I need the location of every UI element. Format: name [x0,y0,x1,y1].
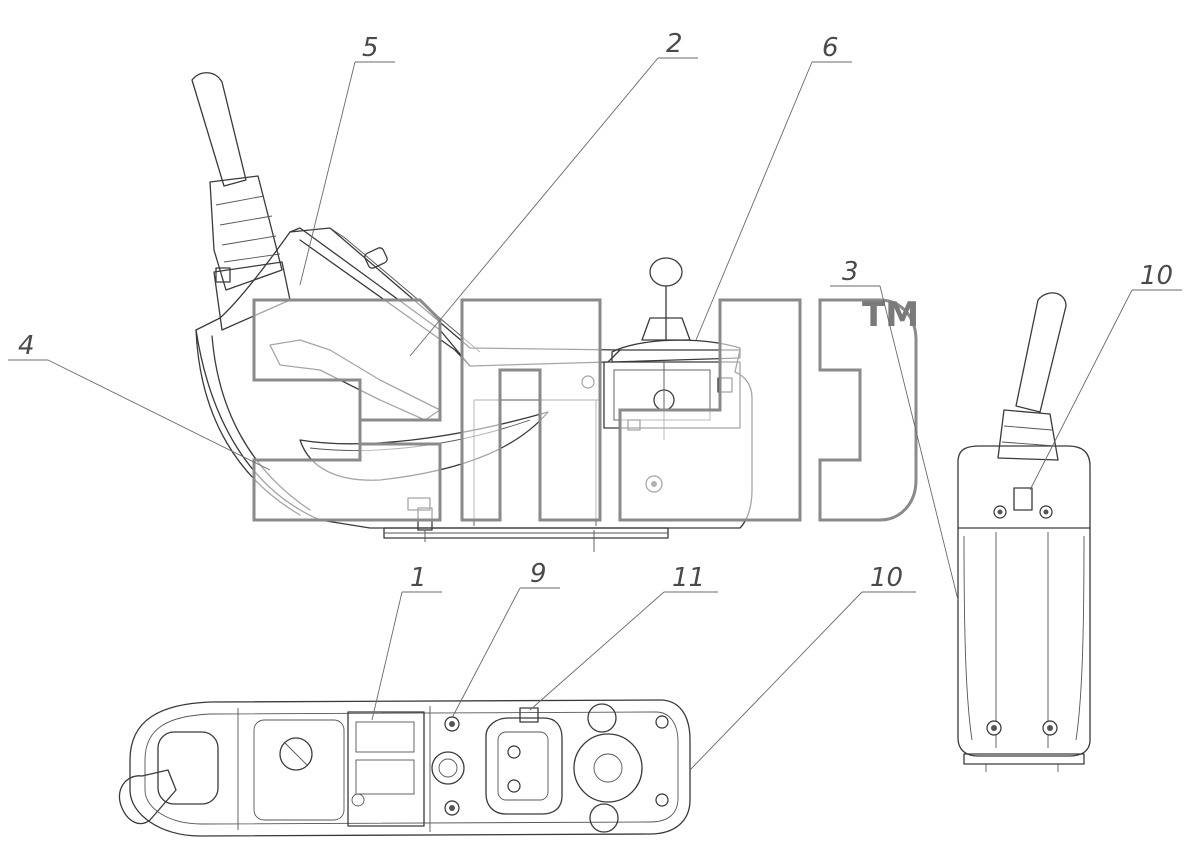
top-view [118,699,691,837]
front-clip [1013,487,1033,511]
callout-4: 4 [18,331,35,361]
front-body [957,445,1091,757]
top-joystick-grip [118,769,177,825]
callout-3: 3 [842,257,859,287]
joystick-left-side [191,72,291,331]
callout-5: 5 [362,33,379,63]
top-socket [485,717,563,815]
watermark: TM [252,295,919,522]
joystick-grip [191,72,247,187]
front-joystick-grip [1015,292,1067,413]
callout-10-front: 10 [1140,261,1173,291]
top-panel [347,711,425,827]
top-clip [519,707,539,723]
front-view [957,292,1091,772]
callout-2: 2 [666,29,683,59]
top-knob [279,737,313,771]
lever-knob [649,257,683,287]
leader-lines [8,57,1182,771]
top-joystick-base [157,731,219,805]
front-joystick-boot [997,409,1059,461]
top-body-outline [129,699,691,837]
callout-labels: 5 2 6 4 3 10 1 9 11 10 [18,29,1173,593]
callout-9: 9 [530,559,547,589]
boot-clip [215,267,231,283]
callout-10-top: 10 [870,563,903,593]
joystick-boot [209,175,283,291]
callout-11: 11 [672,563,705,593]
cap [364,247,388,269]
callout-1: 1 [410,563,427,593]
top-port [431,751,465,785]
front-base-plate [963,753,1085,765]
top-lever-ring [573,733,643,803]
callout-6: 6 [822,33,839,63]
